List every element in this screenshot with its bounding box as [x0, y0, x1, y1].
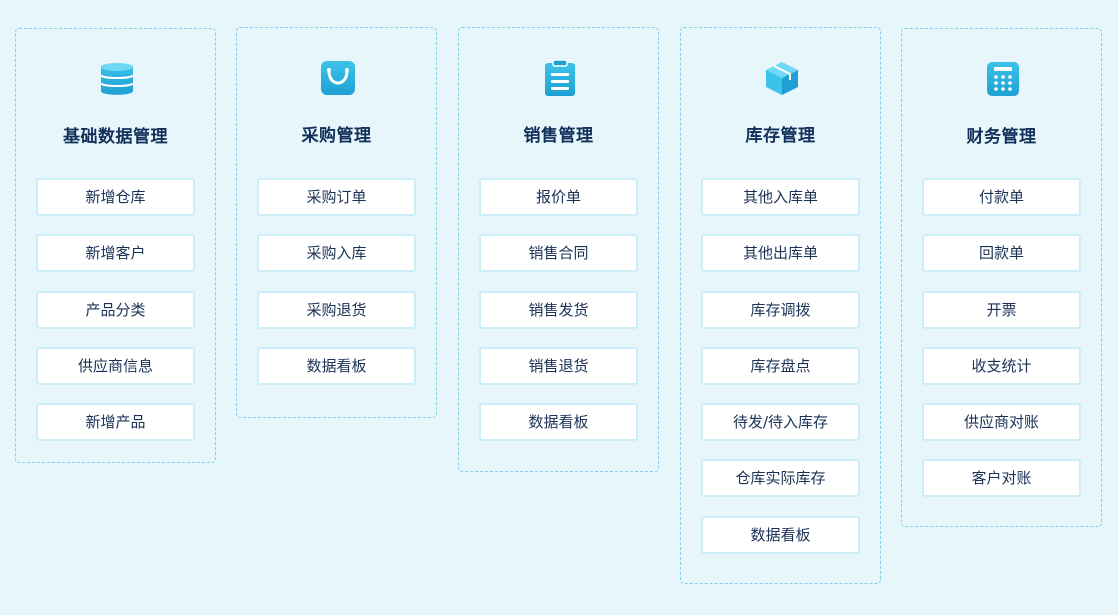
menu-item-stock-count[interactable]: 库存盘点 — [701, 347, 860, 385]
menu-item-new-customer[interactable]: 新增客户 — [36, 234, 195, 272]
menu-item-actual-stock[interactable]: 仓库实际库存 — [701, 459, 860, 497]
panel-sales: 销售管理 报价单 销售合同 销售发货 销售退货 数据看板 — [458, 27, 659, 472]
menu-item-inventory-dashboard[interactable]: 数据看板 — [701, 516, 860, 554]
panel-title: 基础数据管理 — [63, 127, 168, 147]
panel-title: 采购管理 — [301, 126, 372, 146]
menu-item-product-category[interactable]: 产品分类 — [36, 291, 195, 329]
panel-purchase: 采购管理 采购订单 采购入库 采购退货 数据看板 — [236, 27, 437, 418]
menu-item-payment[interactable]: 付款单 — [922, 178, 1081, 216]
menu-item-new-warehouse[interactable]: 新增仓库 — [36, 178, 195, 216]
menu-item-supplier-info[interactable]: 供应商信息 — [36, 347, 195, 385]
panel-finance: 财务管理 付款单 回款单 开票 收支统计 供应商对账 客户对账 — [901, 28, 1102, 527]
panel-inventory: 库存管理 其他入库单 其他出库单 库存调拨 库存盘点 待发/待入库存 仓库实际库… — [680, 27, 881, 584]
menu-item-purchase-inbound[interactable]: 采购入库 — [257, 234, 416, 272]
menu-item-sales-return[interactable]: 销售退货 — [479, 347, 638, 385]
menu-item-sales-dashboard[interactable]: 数据看板 — [479, 403, 638, 441]
menu-item-sales-contract[interactable]: 销售合同 — [479, 234, 638, 272]
menu-item-income-expense[interactable]: 收支统计 — [922, 347, 1081, 385]
menu-item-purchase-order[interactable]: 采购订单 — [257, 178, 416, 216]
menu-item-stock-transfer[interactable]: 库存调拨 — [701, 291, 860, 329]
box-icon — [763, 59, 801, 97]
database-icon — [98, 60, 136, 98]
menu-item-customer-reconcile[interactable]: 客户对账 — [922, 459, 1081, 497]
calculator-icon — [984, 60, 1022, 98]
shopping-bag-icon — [319, 59, 357, 97]
menu-item-other-outbound[interactable]: 其他出库单 — [701, 234, 860, 272]
panel-title: 库存管理 — [745, 126, 816, 146]
menu-item-quotation[interactable]: 报价单 — [479, 178, 638, 216]
menu-item-receipt[interactable]: 回款单 — [922, 234, 1081, 272]
menu-item-supplier-reconcile[interactable]: 供应商对账 — [922, 403, 1081, 441]
menu-item-pending-stock[interactable]: 待发/待入库存 — [701, 403, 860, 441]
panel-title: 销售管理 — [523, 126, 594, 146]
menu-item-sales-shipment[interactable]: 销售发货 — [479, 291, 638, 329]
panel-basic-data: 基础数据管理 新增仓库 新增客户 产品分类 供应商信息 新增产品 — [15, 28, 216, 463]
menu-item-other-inbound[interactable]: 其他入库单 — [701, 178, 860, 216]
menu-item-purchase-return[interactable]: 采购退货 — [257, 291, 416, 329]
clipboard-icon — [541, 59, 579, 97]
menu-item-new-product[interactable]: 新增产品 — [36, 403, 195, 441]
menu-item-invoice[interactable]: 开票 — [922, 291, 1081, 329]
panel-title: 财务管理 — [966, 127, 1037, 147]
menu-item-purchase-dashboard[interactable]: 数据看板 — [257, 347, 416, 385]
